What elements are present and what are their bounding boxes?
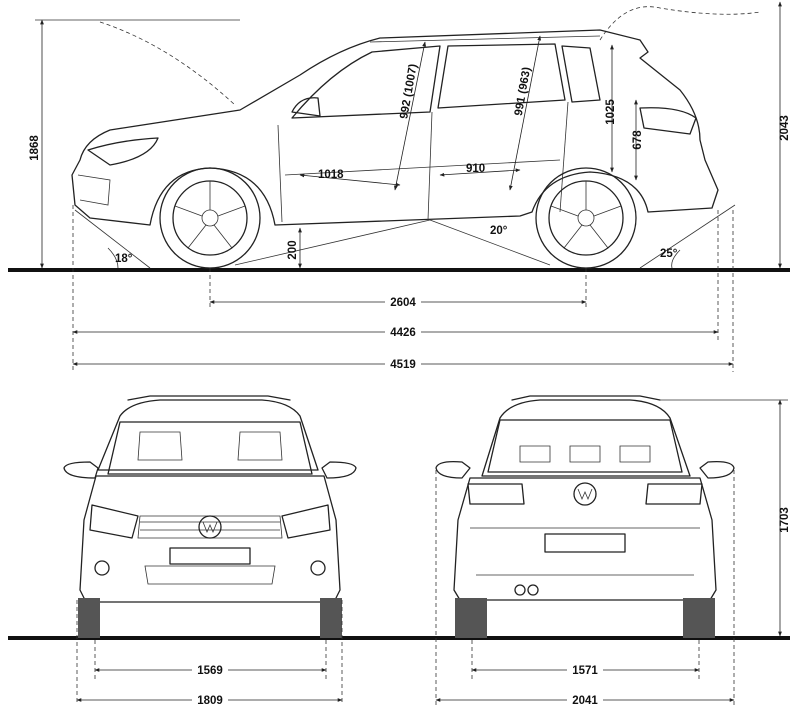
- height-rails-label: 2043: [779, 115, 791, 141]
- left-mirror-rear: [435, 460, 471, 479]
- left-fog-light: [94, 560, 110, 576]
- front-wheel-side: [159, 167, 261, 269]
- front-legroom-label: 1018: [318, 169, 344, 181]
- headlight-side: [87, 137, 159, 166]
- departure-angle-label: 25°: [660, 248, 678, 260]
- exhaust-right: [527, 584, 539, 596]
- side-view: 1868 2043 18° 25° 20° 200 1018 910 992 (…: [8, 1, 791, 272]
- ramp-line-rear: [429, 219, 551, 266]
- front-door-edge: [277, 124, 283, 223]
- approach-arc: [107, 247, 119, 269]
- load-sill-label: 678: [632, 130, 644, 150]
- left-tire-front: [78, 598, 100, 638]
- rear-window: [487, 419, 683, 473]
- length-dimensions: 2604 4426 4519: [72, 205, 734, 372]
- left-mirror-front: [63, 461, 99, 479]
- right-mirror-rear: [699, 460, 735, 479]
- right-tire-front: [320, 598, 342, 638]
- left-taillight: [467, 483, 525, 505]
- front-grille: [137, 515, 283, 539]
- rear-bumper-lines: [470, 527, 700, 576]
- approach-angle-line: [74, 209, 151, 269]
- rear-track-label: 1571: [572, 665, 598, 677]
- rear-headroom-line: [508, 35, 542, 191]
- tailgate-open-outline: [599, 6, 761, 41]
- rear-plate: [544, 533, 626, 553]
- front-headroom-line: [393, 41, 427, 191]
- right-mirror-front: [321, 461, 357, 479]
- front-plate: [169, 547, 251, 565]
- b-pillar-line: [427, 111, 433, 221]
- departure-arc: [671, 249, 681, 269]
- overall-height-label: 1868: [29, 135, 41, 161]
- front-window-side: [291, 45, 441, 119]
- front-roof-outline: [97, 399, 319, 471]
- front-roof-rails: [127, 395, 291, 401]
- hood-open-outline: [99, 21, 236, 106]
- rear-wheel-side: [535, 167, 637, 269]
- length-total-label: 4519: [390, 359, 416, 371]
- rear-height-label: 1703: [779, 507, 791, 533]
- length-body-label: 4426: [390, 327, 416, 339]
- approach-angle-label: 18°: [115, 253, 133, 265]
- front-headroom-label: 992 (1007): [398, 63, 420, 120]
- departure-angle-line: [639, 204, 736, 269]
- side-body-outline: [71, 29, 719, 226]
- taillight-side: [639, 107, 697, 135]
- rear-legroom-line: [439, 168, 521, 177]
- wheelbase-label: 2604: [390, 297, 416, 309]
- rear-headrests: [519, 445, 651, 463]
- right-fog-light: [310, 560, 326, 576]
- right-tire-rear: [683, 598, 715, 638]
- left-headlight: [89, 504, 139, 539]
- rear-body: [453, 477, 717, 601]
- lower-grille: [144, 565, 276, 585]
- rear-view: 1571 2041 1703: [435, 395, 791, 707]
- roof-rail-side: [369, 35, 601, 43]
- ground-clearance-label: 200: [287, 240, 299, 259]
- rear-logo: [573, 482, 597, 506]
- rear-width-label: 2041: [572, 695, 598, 707]
- front-track-label: 1569: [197, 665, 223, 677]
- front-seats: [137, 431, 283, 461]
- rear-window-side: [437, 43, 566, 109]
- front-width-label: 1809: [197, 695, 223, 707]
- rear-headroom-label: 991 (963): [513, 66, 533, 117]
- rear-door-edge: [559, 101, 569, 213]
- right-headlight: [281, 504, 331, 539]
- exhaust-left: [514, 584, 526, 596]
- ramp-angle-label: 20°: [490, 225, 508, 237]
- side-mirror: [291, 97, 321, 117]
- windshield: [107, 421, 313, 475]
- rear-roof-outline: [481, 399, 691, 477]
- front-legroom-line: [299, 173, 401, 187]
- left-tire-rear: [455, 598, 487, 638]
- rear-legroom-label: 910: [466, 163, 485, 175]
- ramp-line-front: [234, 219, 431, 266]
- front-fascia-side: [77, 174, 111, 206]
- front-body: [79, 475, 341, 603]
- front-view: 1569 1809: [8, 395, 790, 707]
- rear-roof-rails: [511, 395, 661, 401]
- quarter-window-side: [561, 45, 601, 103]
- front-logo: [198, 515, 222, 539]
- tailgate-height-label: 1025: [605, 99, 617, 125]
- right-taillight: [645, 483, 703, 505]
